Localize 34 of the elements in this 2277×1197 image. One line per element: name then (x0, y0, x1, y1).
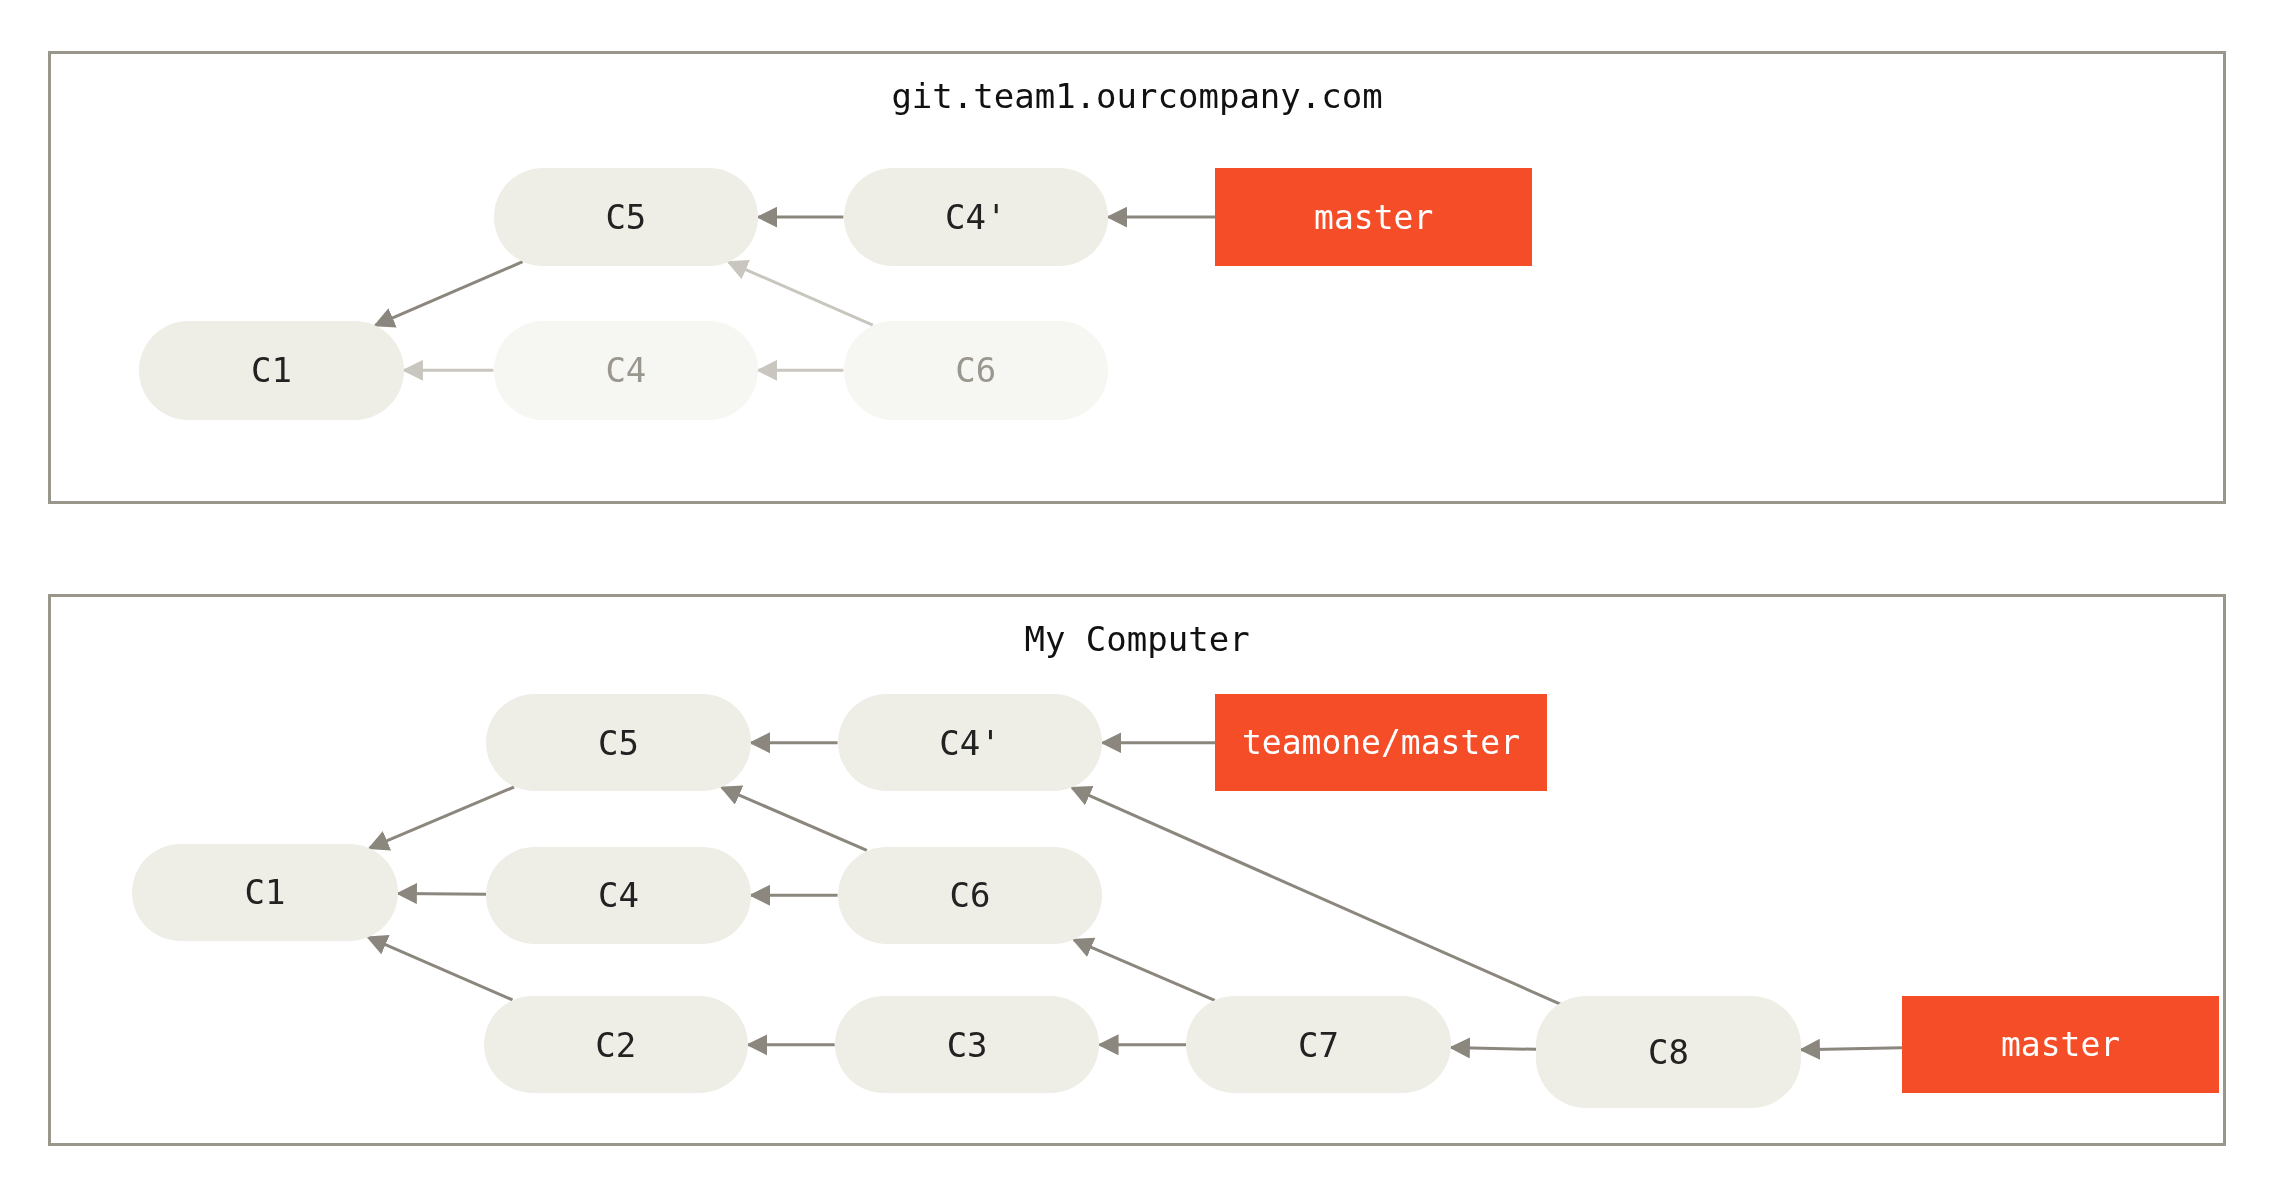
commit-node: C8 (1536, 996, 1801, 1108)
arrow (756, 359, 844, 381)
group-frame (47, 593, 2227, 1146)
arrow (746, 1034, 835, 1056)
commit-node: C4' (843, 168, 1108, 266)
group-title: git.team1.ourcompany.com (890, 75, 1384, 116)
arrow (1106, 206, 1216, 228)
arrow (756, 206, 844, 228)
commit-node: C4 (493, 320, 758, 420)
branch-label: master (1215, 168, 1532, 266)
arrow (373, 260, 524, 328)
commit-node: C3 (834, 996, 1100, 1094)
commit-node: C1 (139, 320, 404, 420)
arrow (749, 732, 838, 754)
commit-node: C7 (1186, 996, 1451, 1094)
commit-node: C2 (483, 996, 748, 1094)
arrow (366, 935, 514, 1002)
group-title: My Computer (1023, 618, 1251, 659)
commit-node: C5 (486, 694, 751, 792)
commit-node: C4' (837, 694, 1103, 792)
arrow (367, 785, 515, 851)
branch-label: teamone/master (1215, 694, 1547, 792)
group-frame (47, 50, 2227, 504)
commit-node: C6 (843, 320, 1108, 420)
arrow (726, 259, 874, 327)
arrow (719, 785, 868, 852)
arrow (1071, 937, 1216, 1002)
arrow (1070, 786, 1563, 1007)
commit-node: C4 (486, 846, 751, 944)
commit-node: C6 (837, 846, 1103, 944)
branch-label: master (1902, 996, 2219, 1094)
arrow (749, 884, 838, 906)
commit-node: C1 (132, 843, 398, 941)
commit-node: C5 (493, 168, 758, 266)
